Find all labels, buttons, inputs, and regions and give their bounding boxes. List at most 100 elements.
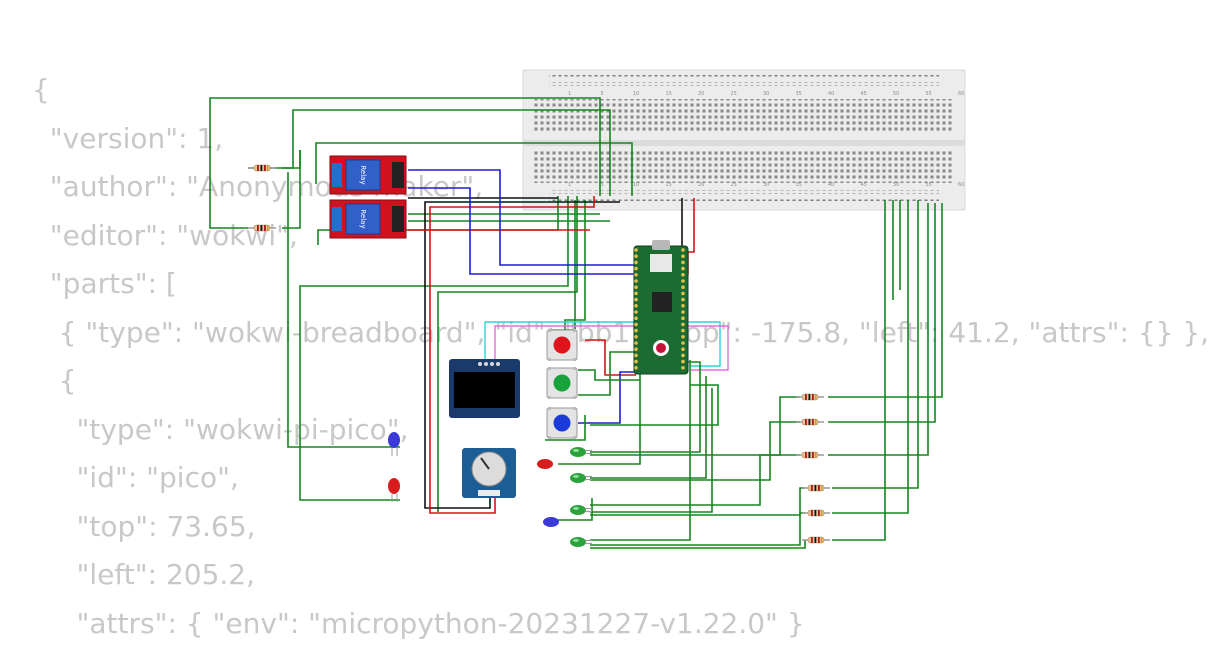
pico-pin xyxy=(681,366,685,370)
wokwi-project-thumbnail: { "version": 1, "author": "Anonymous mak… xyxy=(32,69,1209,640)
pico-pin xyxy=(634,254,638,258)
pico-pin xyxy=(634,273,638,277)
pico-pin xyxy=(681,310,685,314)
resistor xyxy=(795,393,825,401)
code-line: { xyxy=(32,364,77,397)
pico-pin xyxy=(681,260,685,265)
pico-pin xyxy=(634,353,638,358)
breadboard-column-number: 60 xyxy=(958,182,964,188)
breadboard-column-number: 40 xyxy=(828,182,834,188)
resistor xyxy=(247,224,277,232)
pico-pin xyxy=(634,291,638,296)
resistor xyxy=(801,509,831,517)
pico-pin xyxy=(681,347,685,352)
pico-pin xyxy=(681,254,685,258)
relay-module: Relay xyxy=(329,155,407,195)
pico-pin xyxy=(634,297,638,302)
pico-pin xyxy=(681,297,685,302)
breadboard-column-number: 30 xyxy=(763,91,769,97)
breadboard-column-number: 50 xyxy=(893,182,899,188)
breadboard-column-number: 15 xyxy=(666,91,672,97)
breadboard-column-number: 55 xyxy=(926,182,932,188)
breadboard-column-number: 25 xyxy=(731,182,737,188)
blue-led xyxy=(388,432,400,456)
breadboard-column-number: 5 xyxy=(601,91,604,97)
breadboard-column-number: 35 xyxy=(796,182,802,188)
breadboard-column-number: 50 xyxy=(893,91,899,97)
breadboard-column-number: 30 xyxy=(763,182,769,188)
pico-pin xyxy=(634,359,638,364)
breadboard-column-number: 25 xyxy=(731,91,737,97)
pico-pin xyxy=(634,285,638,290)
green-led xyxy=(569,536,593,548)
relay-module: Relay xyxy=(329,199,407,239)
pi-pico xyxy=(633,240,689,375)
breadboard-column-number: 10 xyxy=(633,182,639,188)
breadboard: 1155101015152020252530303535404045455050… xyxy=(522,69,966,211)
breadboard-column-number: 1 xyxy=(568,91,571,97)
code-line: "top": 73.65, xyxy=(32,509,256,543)
red-led xyxy=(388,478,400,502)
pico-pin xyxy=(681,266,685,271)
breadboard-column-number: 55 xyxy=(926,91,932,97)
oled-display xyxy=(449,359,520,418)
green-button xyxy=(546,366,578,400)
relay-label: Relay xyxy=(359,165,367,184)
code-line: "parts": [ xyxy=(32,267,177,300)
pico-pin xyxy=(681,335,685,339)
relay-label: Relay xyxy=(359,209,367,228)
resistor xyxy=(801,484,831,492)
pico-pin xyxy=(634,260,638,265)
pico-pin xyxy=(681,285,685,290)
breadboard-column-number: 15 xyxy=(666,182,672,188)
pico-pin xyxy=(634,279,638,283)
blue-button xyxy=(546,406,578,440)
breadboard-column-number: 35 xyxy=(796,91,802,97)
breadboard-column-number: 10 xyxy=(633,91,639,97)
breadboard-column-number: 40 xyxy=(828,91,834,97)
pico-pin xyxy=(634,341,638,345)
red-button xyxy=(546,328,578,362)
pico-pin xyxy=(681,304,685,308)
pico-pin xyxy=(634,248,638,252)
green-led xyxy=(569,472,593,484)
circuit-diagram: 1155101015152020252530303535404045455050… xyxy=(209,69,966,549)
code-line: "attrs": { "env": "micropython-20231227-… xyxy=(32,606,805,640)
blue-led xyxy=(543,517,559,527)
green-led xyxy=(569,504,593,516)
code-line: "id": "pico", xyxy=(32,461,239,494)
pico-pin xyxy=(681,291,685,296)
breadboard-column-number: 20 xyxy=(698,91,704,97)
pico-pin xyxy=(634,366,638,370)
breadboard-column-number: 5 xyxy=(601,182,604,188)
breadboard-column-number: 60 xyxy=(958,91,964,97)
pico-pin xyxy=(634,316,638,321)
pico-pin xyxy=(681,328,685,333)
red-led xyxy=(537,459,553,469)
resistor xyxy=(795,418,825,426)
pico-pin xyxy=(634,335,638,339)
code-line: "left": 205.2, xyxy=(32,558,256,591)
pico-pin xyxy=(681,248,685,252)
breadboard-column-number: 45 xyxy=(861,91,867,97)
breadboard-column-number: 45 xyxy=(861,182,867,188)
pico-pin xyxy=(634,347,638,352)
pico-pin xyxy=(681,322,685,327)
pico-pin xyxy=(681,353,685,358)
pico-pin xyxy=(634,310,638,314)
pico-pin xyxy=(681,279,685,283)
pico-pin xyxy=(634,304,638,308)
code-line: "version": 1, xyxy=(32,121,224,155)
pico-pin xyxy=(634,266,638,271)
code-line: "editor": "wokwi", xyxy=(32,218,298,252)
pico-pin xyxy=(634,328,638,333)
breadboard-column-number: 20 xyxy=(698,182,704,188)
potentiometer xyxy=(462,448,516,498)
pico-pin xyxy=(681,316,685,321)
pico-pin xyxy=(681,359,685,364)
pico-pin xyxy=(681,273,685,277)
code-line: { xyxy=(32,73,50,106)
green-led xyxy=(569,446,593,458)
breadboard-column-number: 1 xyxy=(568,182,571,188)
resistor xyxy=(795,451,825,459)
